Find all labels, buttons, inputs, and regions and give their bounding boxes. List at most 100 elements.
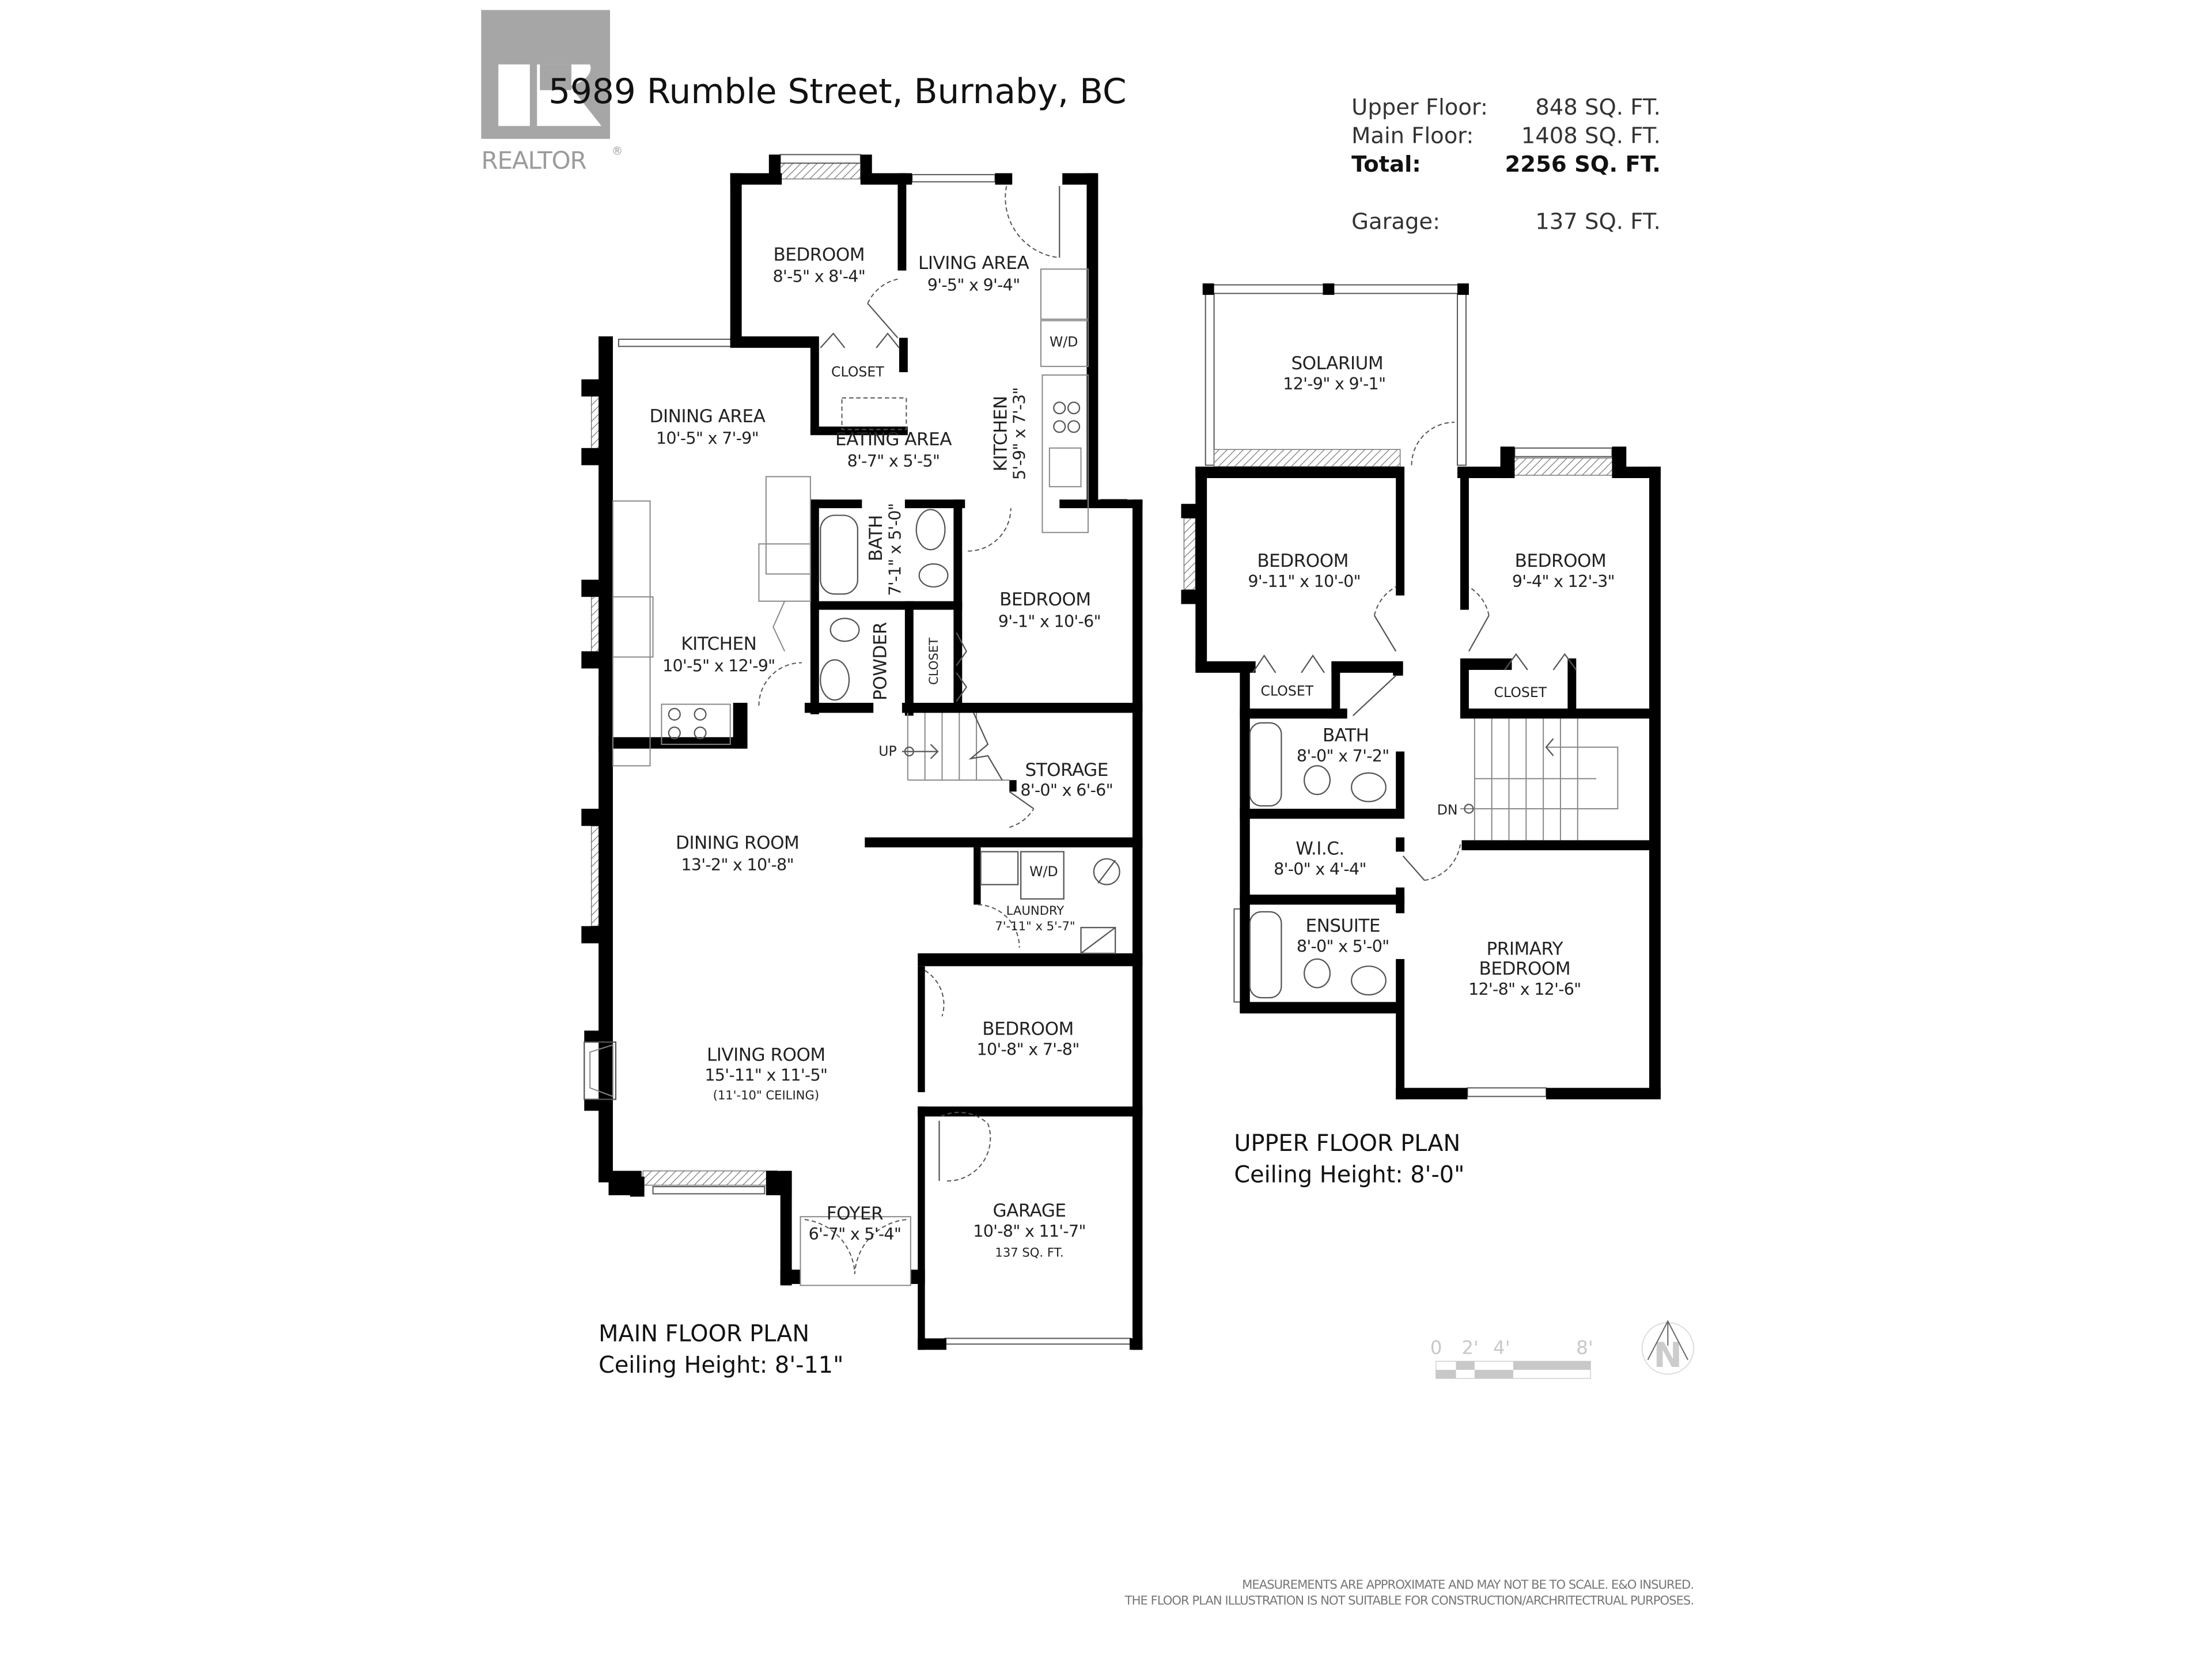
island-counter xyxy=(765,476,811,575)
railing xyxy=(1213,449,1401,467)
room-name: CLOSET xyxy=(926,638,941,685)
room-dims: 9'-5" x 9'-4" xyxy=(927,275,1020,294)
property-address-title: 5989 Rumble Street, Burnaby, BC xyxy=(548,72,1126,112)
scale-tick: 0 xyxy=(1430,1337,1442,1359)
room-dims: 10'-8" x 11'-7" xyxy=(973,1221,1086,1241)
kitchen-counter xyxy=(612,500,651,767)
closet-door xyxy=(1552,653,1577,671)
room-name: KITCHEN xyxy=(681,634,756,654)
disclaimer-line-1: MEASUREMENTS ARE APPROXIMATE AND MAY NOT… xyxy=(1242,1577,1694,1592)
room-name: W.I.C. xyxy=(1296,838,1344,859)
stairs-down xyxy=(1460,718,1619,840)
room-dims: 9'-11" x 10'-0" xyxy=(1248,571,1361,591)
room-dims: 7'-1" x 5'-0" xyxy=(885,503,904,596)
upper-floor-value: 848 SQ. FT. xyxy=(1535,94,1661,120)
bathtub xyxy=(820,514,858,595)
room-name: BEDROOM xyxy=(1515,551,1607,571)
electrical-panel xyxy=(1080,927,1116,955)
kitchen-sink xyxy=(612,596,654,658)
kitchen-sink xyxy=(1048,447,1082,487)
garage-door xyxy=(944,1338,1132,1345)
sink xyxy=(1351,772,1387,802)
room-dims: 13'-2" x 10'-8" xyxy=(681,855,794,874)
room-dims: 7'-11" x 5'-7" xyxy=(995,919,1075,933)
room-dims: 6'-7" x 5'-4" xyxy=(809,1224,902,1244)
area-summary: Upper Floor: 848 SQ. FT. Main Floor: 140… xyxy=(1351,94,1661,235)
total-label: Total: xyxy=(1351,151,1421,177)
door xyxy=(1352,675,1396,717)
room-name: PRIMARY xyxy=(1487,938,1564,959)
room-dims: 10'-8" x 7'-8" xyxy=(977,1039,1080,1059)
window xyxy=(1467,1087,1547,1097)
door-swing xyxy=(940,1112,991,1182)
washer-dryer xyxy=(1040,320,1089,368)
room-name: KITCHEN xyxy=(990,396,1011,471)
fridge xyxy=(1040,268,1089,320)
upper-floor-ceiling-height: Ceiling Height: 8'-0" xyxy=(1234,1162,1464,1188)
closet-door xyxy=(956,672,968,702)
fireplace-icon xyxy=(589,1044,613,1097)
door-swing xyxy=(804,1219,855,1274)
pantry-door xyxy=(772,601,786,652)
room-name: LIVING AREA xyxy=(918,253,1029,274)
window xyxy=(1514,447,1613,457)
closet-door xyxy=(1252,654,1277,673)
stove-icon xyxy=(668,707,707,740)
laundry-sink xyxy=(980,851,1019,885)
closet-door xyxy=(820,332,846,349)
main-floor-label: Main Floor: xyxy=(1351,123,1474,149)
window xyxy=(779,162,861,180)
room-name: LIVING ROOM xyxy=(707,1044,825,1065)
door-swing xyxy=(1424,844,1461,881)
appliance-label: W/D xyxy=(1029,863,1058,880)
main-floor-value: 1408 SQ. FT. xyxy=(1521,123,1661,149)
closet-door xyxy=(1504,653,1528,671)
room-note: (11'-10" CEILING) xyxy=(713,1088,819,1102)
room-dims: 8'-0" x 4'-4" xyxy=(1274,859,1366,878)
north-arrow-icon: N xyxy=(1641,1320,1695,1376)
garage-label: Garage: xyxy=(1351,209,1440,235)
closet-door xyxy=(1301,654,1325,673)
toilet xyxy=(1304,765,1331,796)
room-dims: 10'-5" x 12'-9" xyxy=(662,656,775,675)
room-dims: 9'-4" x 12'-3" xyxy=(1512,571,1615,591)
toilet xyxy=(830,618,860,642)
room-dims: 9'-1" x 10'-6" xyxy=(998,611,1101,631)
room-name: ENSUITE xyxy=(1305,916,1380,937)
window xyxy=(1457,293,1467,466)
room-name: DINING ROOM xyxy=(676,833,799,854)
main-floor-plan-title: MAIN FLOOR PLAN xyxy=(599,1320,809,1347)
realtor-logo: REALTOR ® xyxy=(481,10,623,175)
closet-door xyxy=(876,332,900,349)
room-name: STORAGE xyxy=(1025,760,1108,781)
washer-dryer xyxy=(1020,851,1065,900)
closet-door xyxy=(956,632,968,666)
water-heater xyxy=(1093,858,1120,885)
room-name: BEDROOM xyxy=(999,589,1091,610)
window xyxy=(1513,457,1614,476)
bathtub xyxy=(1249,911,1282,999)
door xyxy=(1468,615,1490,652)
door xyxy=(867,303,899,339)
room-dims: 12'-9" x 9'-1" xyxy=(1283,374,1385,393)
door-swing xyxy=(758,662,802,706)
room-dims: 8'-0" x 7'-2" xyxy=(1297,746,1389,766)
window xyxy=(1183,517,1196,590)
stairs-label: DN xyxy=(1437,802,1458,818)
window xyxy=(779,154,861,164)
door xyxy=(1009,791,1035,809)
main-floor-walls xyxy=(581,154,1143,1350)
room-name: CLOSET xyxy=(1261,683,1314,699)
scale-tick: 8' xyxy=(1576,1337,1593,1359)
room-name: BEDROOM xyxy=(1479,959,1571,979)
appliance-label: W/D xyxy=(1050,334,1078,350)
garage-value: 137 SQ. FT. xyxy=(1535,209,1661,235)
toilet xyxy=(1304,958,1331,988)
toilet xyxy=(918,563,949,588)
stairs-up xyxy=(902,713,1010,781)
door-swing xyxy=(925,969,945,1017)
main-floor-ceiling-height: Ceiling Height: 8'-11" xyxy=(599,1352,843,1378)
foyer-outline xyxy=(800,1216,911,1286)
bathtub xyxy=(1249,722,1282,807)
